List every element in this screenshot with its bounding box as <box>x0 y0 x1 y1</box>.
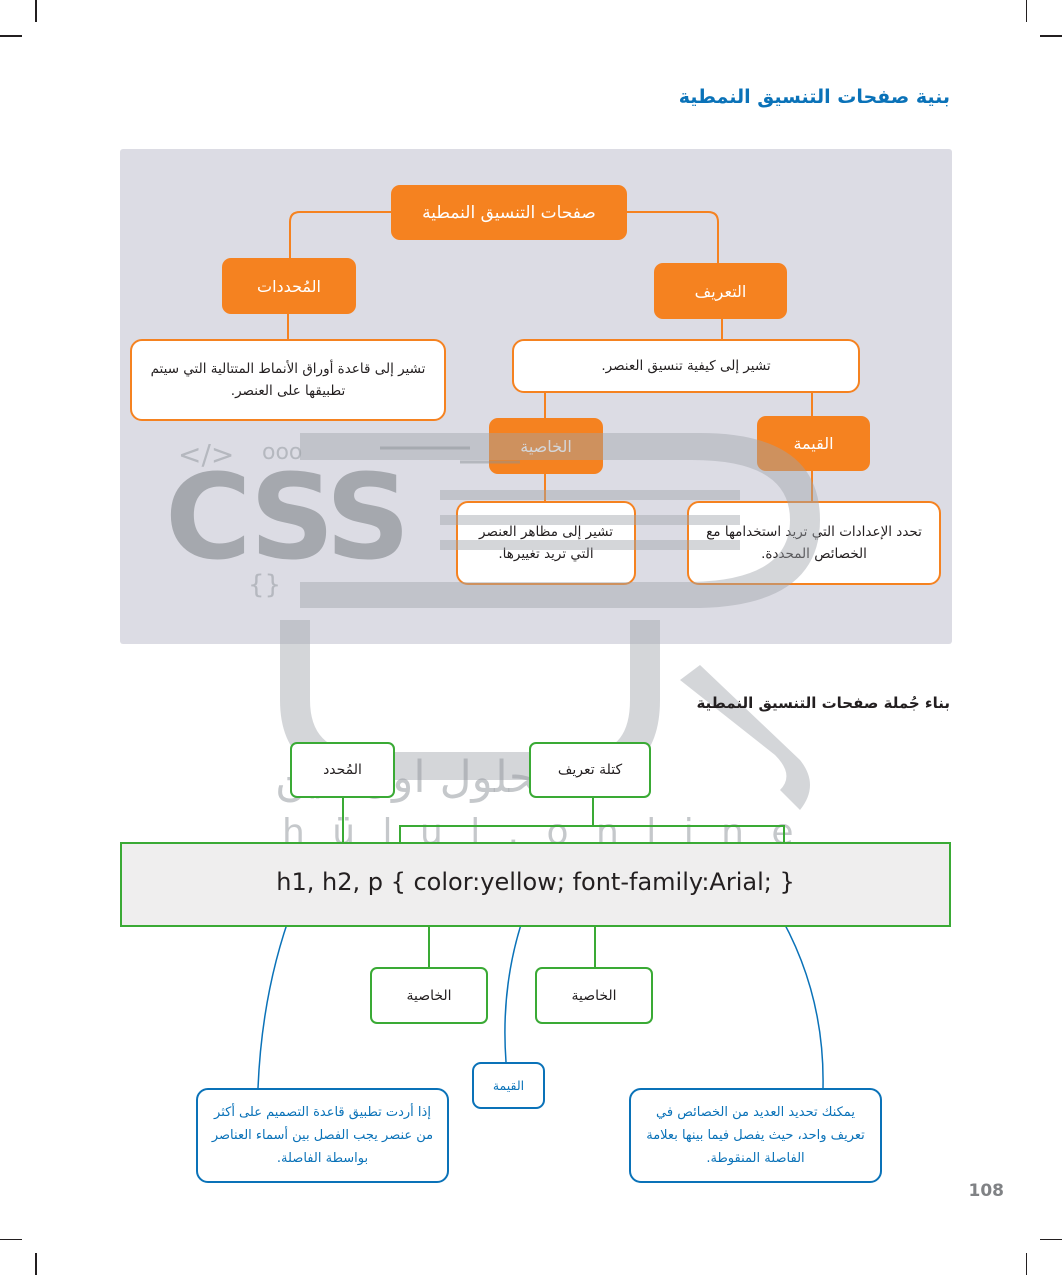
crop-mark <box>1025 0 1027 22</box>
page-title: بنية صفحات التنسيق النمطية <box>678 86 950 108</box>
note-right-box: يمكنك تحديد العديد من الخصائص في تعريف و… <box>629 1088 882 1183</box>
crop-mark <box>1040 1238 1062 1240</box>
crop-mark <box>1040 35 1062 37</box>
selectors-node: المُحددات <box>222 258 356 314</box>
definition-description: تشير إلى كيفية تنسيق العنصر. <box>512 339 860 393</box>
note-left-box: إذا أردت تطبيق قاعدة التصميم على أكثر من… <box>196 1088 449 1183</box>
code-bar <box>120 842 951 927</box>
watermark-brace: {} <box>248 570 282 600</box>
watermark-code-tag: </> <box>178 438 235 471</box>
crop-mark <box>35 1253 37 1275</box>
crop-mark <box>0 1238 22 1240</box>
property-label-box-1: الخاصية <box>370 967 488 1024</box>
watermark-css-text: CSS <box>165 448 410 586</box>
property-description: تشير إلى مظاهر العنصر التي تريد تغييرها. <box>456 501 636 585</box>
declaration-block-label-box: كتلة تعريف <box>529 742 651 798</box>
selector-label-box: المُحدد <box>290 742 395 798</box>
property-label-box-2: الخاصية <box>535 967 653 1024</box>
property-node: الخاصية <box>489 418 603 474</box>
value-label-box: القيمة <box>472 1062 545 1109</box>
watermark-dots: ooo <box>262 440 303 465</box>
value-node: القيمة <box>757 416 870 471</box>
selectors-description: تشير إلى قاعدة أوراق الأنماط المتتالية ا… <box>130 339 446 421</box>
root-node: صفحات التنسيق النمطية <box>391 185 627 240</box>
crop-mark <box>0 35 22 37</box>
syntax-title: بناء جُملة صفحات التنسيق النمطية <box>696 694 950 712</box>
value-description: تحدد الإعدادات التي تريد استخدامها مع ال… <box>687 501 941 585</box>
crop-mark <box>1025 1253 1027 1275</box>
page-number: 108 <box>968 1181 1005 1201</box>
css-code-example: h1, h2, p { color:yellow; font-family:Ar… <box>276 868 795 896</box>
definition-node: التعريف <box>654 263 787 319</box>
crop-mark <box>35 0 37 22</box>
